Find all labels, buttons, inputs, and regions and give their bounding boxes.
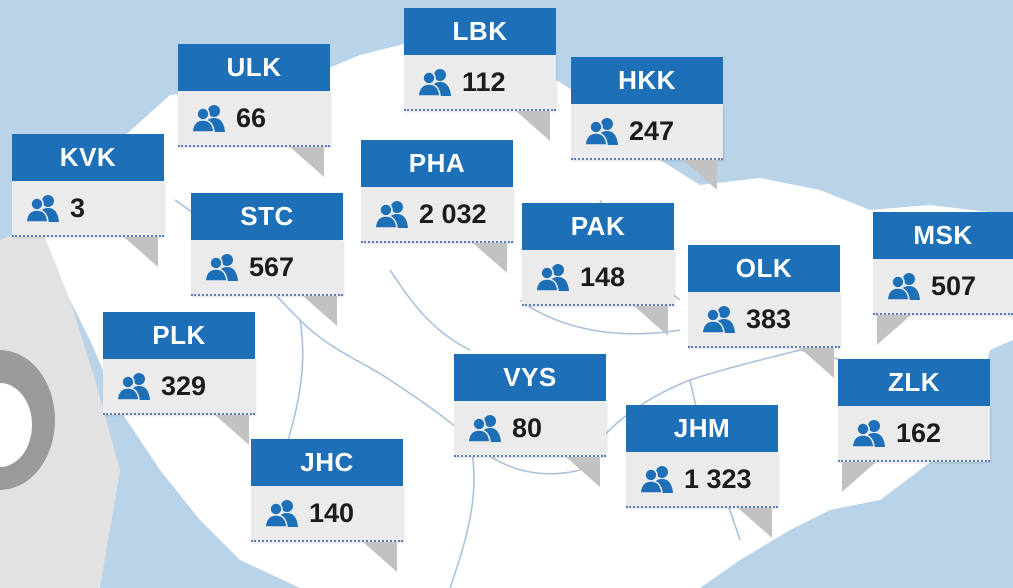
region-value-box: 329 <box>103 359 255 415</box>
region-value-box: 112 <box>404 55 556 111</box>
marker-pointer <box>842 462 876 492</box>
region-code: PAK <box>522 203 674 250</box>
region-code: PLK <box>103 312 255 359</box>
people-icon <box>639 466 673 494</box>
region-count: 329 <box>161 370 207 401</box>
people-icon <box>417 69 451 97</box>
marker-pointer <box>634 306 668 336</box>
region-count: 247 <box>629 115 675 146</box>
neighbor-shape-left-inner <box>0 383 32 467</box>
marker-pointer <box>215 415 249 445</box>
region-count: 140 <box>309 497 355 528</box>
region-code: HKK <box>571 57 723 104</box>
region-marker: PLK 329 <box>103 312 255 445</box>
marker-pointer <box>303 296 337 326</box>
marker-pointer <box>124 237 158 267</box>
people-icon <box>886 273 920 301</box>
region-count: 80 <box>512 412 543 443</box>
region-code: PHA <box>361 140 513 187</box>
region-code: KVK <box>12 134 164 181</box>
region-value-box: 3 <box>12 181 164 237</box>
region-value-box: 148 <box>522 250 674 306</box>
marker-pointer <box>473 243 507 273</box>
people-icon <box>374 201 408 229</box>
region-marker: VYS 80 <box>454 354 606 487</box>
people-icon <box>701 306 735 334</box>
region-marker: JHC 140 <box>251 439 403 572</box>
region-count: 162 <box>896 417 942 448</box>
region-code: VYS <box>454 354 606 401</box>
marker-pointer <box>683 160 717 190</box>
region-marker: KVK 3 <box>12 134 164 267</box>
region-code: LBK <box>404 8 556 55</box>
region-count: 3 <box>70 192 86 223</box>
people-icon <box>204 254 238 282</box>
marker-pointer <box>800 348 834 378</box>
region-marker: ZLK 162 <box>838 359 990 492</box>
people-icon <box>467 415 501 443</box>
people-icon <box>116 373 150 401</box>
people-icon <box>25 195 59 223</box>
region-value-box: 507 <box>873 259 1013 315</box>
region-value-box: 66 <box>178 91 330 147</box>
region-marker: LBK 112 <box>404 8 556 141</box>
region-code: OLK <box>688 245 840 292</box>
region-value-box: 162 <box>838 406 990 462</box>
people-icon <box>584 118 618 146</box>
marker-pointer <box>363 542 397 572</box>
region-count: 1 323 <box>684 463 752 494</box>
region-code: MSK <box>873 212 1013 259</box>
region-code: JHC <box>251 439 403 486</box>
marker-pointer <box>566 457 600 487</box>
people-icon <box>264 500 298 528</box>
marker-pointer <box>290 147 324 177</box>
region-marker: STC 567 <box>191 193 343 326</box>
region-count: 383 <box>746 303 792 334</box>
region-value-box: 80 <box>454 401 606 457</box>
people-icon <box>191 105 225 133</box>
neighbor-land-left <box>0 225 120 588</box>
region-value-box: 140 <box>251 486 403 542</box>
region-code: STC <box>191 193 343 240</box>
people-icon <box>851 420 885 448</box>
region-count: 66 <box>236 102 267 133</box>
people-icon <box>535 264 569 292</box>
region-value-box: 247 <box>571 104 723 160</box>
marker-pointer <box>877 315 911 345</box>
region-code: JHM <box>626 405 778 452</box>
region-code: ZLK <box>838 359 990 406</box>
region-count: 507 <box>931 270 977 301</box>
region-count: 112 <box>462 66 506 97</box>
region-marker: JHM 1 323 <box>626 405 778 538</box>
region-value-box: 567 <box>191 240 343 296</box>
region-count: 2 032 <box>419 198 487 229</box>
region-marker: PAK 148 <box>522 203 674 336</box>
region-value-box: 383 <box>688 292 840 348</box>
region-count: 567 <box>249 251 295 282</box>
region-value-box: 2 032 <box>361 187 513 243</box>
marker-pointer <box>516 111 550 141</box>
region-marker: MSK 507 <box>873 212 1013 345</box>
region-marker: HKK 247 <box>571 57 723 190</box>
marker-pointer <box>738 508 772 538</box>
region-code: ULK <box>178 44 330 91</box>
region-marker: OLK 383 <box>688 245 840 378</box>
region-count: 148 <box>580 261 626 292</box>
region-marker: PHA 2 032 <box>361 140 513 273</box>
region-marker: ULK 66 <box>178 44 330 177</box>
region-value-box: 1 323 <box>626 452 778 508</box>
